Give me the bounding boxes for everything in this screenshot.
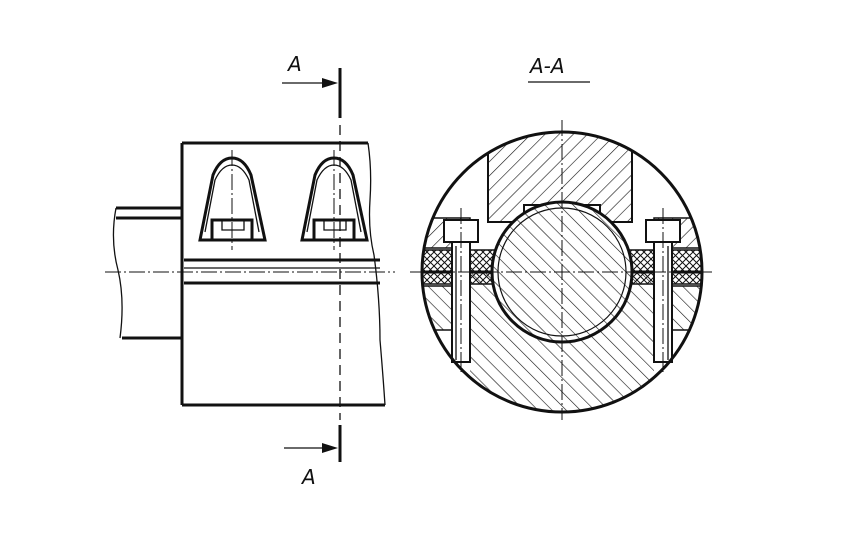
side-view: A A: [105, 52, 395, 489]
section-view: A-A: [410, 54, 712, 420]
section-title: A-A: [528, 54, 565, 78]
coupling-body: [180, 141, 386, 407]
section-mark-bottom: A: [300, 465, 316, 489]
shaft-stub: [112, 206, 182, 340]
section-arrow-bottom: [284, 443, 338, 453]
section-mark-top: A: [286, 52, 302, 76]
section-arrow-top: [282, 78, 338, 88]
